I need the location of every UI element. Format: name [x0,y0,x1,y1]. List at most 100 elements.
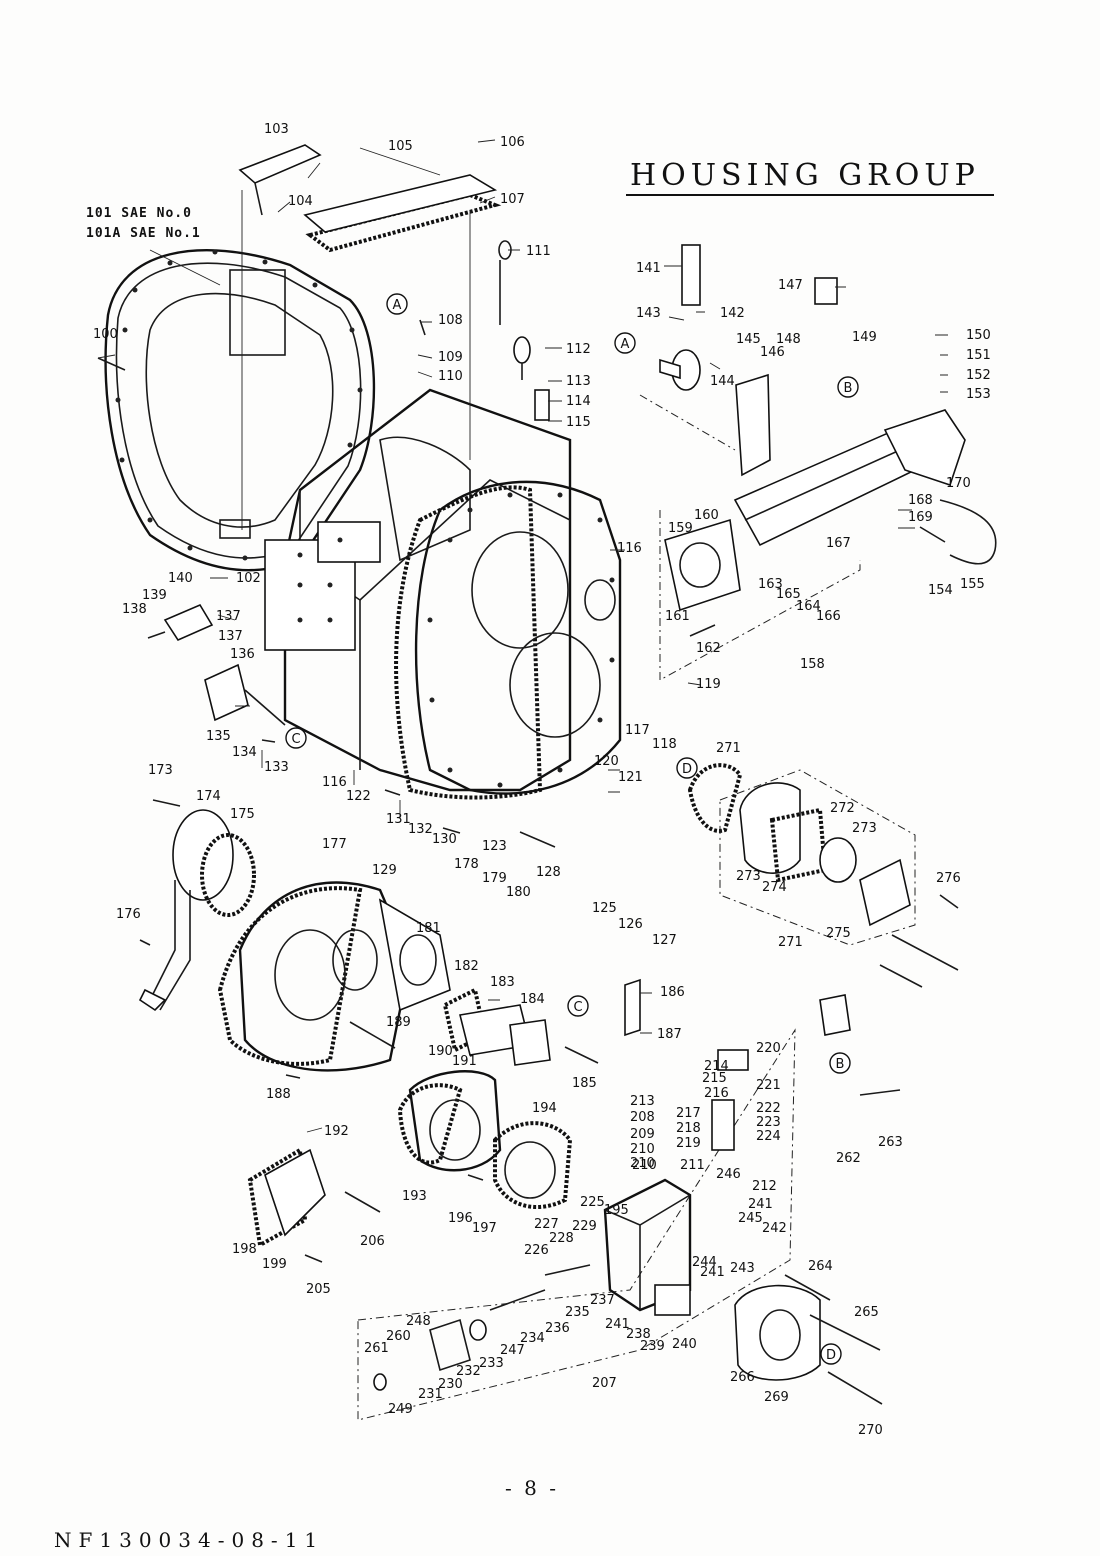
part-label-155: 271 [778,935,803,950]
part-label-39: 139 [142,588,167,603]
part-label-117: 224 [756,1129,781,1144]
right-pump [687,763,916,1381]
part-label-59: 161 [665,609,690,624]
part-label-122: 229 [572,1219,597,1234]
part-label-153: 270 [858,1423,883,1438]
part-label-47: 147 [778,278,803,293]
part-label-75: 179 [482,871,507,886]
part-label-13: 114 [566,394,591,409]
part-label-145: 260 [386,1329,411,1344]
pump-body [247,1070,573,1249]
part-label-148: 263 [878,1135,903,1150]
part-label-120: 227 [534,1217,559,1232]
part-label-46: 146 [760,345,785,360]
diagram-title: HOUSING GROUP [630,158,980,193]
part-label-63: 165 [776,587,801,602]
side-pump [442,978,641,1066]
part-label-55: 155 [960,577,985,592]
sae-note-101: 101 SAE No.0 [86,206,192,221]
callout-circles: A A B B C C D D [285,293,859,1365]
part-label-127: 234 [520,1331,545,1346]
part-label-94: 198 [232,1242,257,1257]
part-label-109: 216 [704,1086,729,1101]
part-label-106: 213 [630,1094,655,1109]
part-label-130: 237 [590,1293,615,1308]
part-label-57: 159 [668,521,693,536]
part-label-136: 241 [748,1197,773,1212]
part-label-88: 192 [324,1124,349,1139]
part-label-32: 133 [264,760,289,775]
rear-cover [217,881,451,1072]
part-label-28: 129 [372,863,397,878]
part-label-97: 206 [360,1234,385,1249]
part-label-60: 162 [696,641,721,656]
svg-text:C: C [291,732,300,747]
part-label-140: 245 [738,1211,763,1226]
part-label-7: 108 [438,313,463,328]
part-label-58: 160 [694,508,719,523]
part-label-61: 163 [758,577,783,592]
part-label-110: 217 [676,1106,701,1121]
part-label-137: 242 [762,1221,787,1236]
part-label-138: 243 [730,1261,755,1276]
part-label-49: 149 [852,330,877,345]
part-label-69: 173 [148,763,173,778]
part-label-158: 273 [852,821,877,836]
part-label-77: 181 [416,921,441,936]
callout-a-right: A [614,332,636,354]
part-label-44: 144 [710,374,735,389]
callout-b-bottom: B [829,1052,851,1074]
part-label-41: 141 [636,261,661,276]
part-label-62: 164 [796,599,821,614]
part-label-133: 240 [672,1337,697,1352]
part-label-29: 130 [432,832,457,847]
part-label-98: 207 [592,1376,617,1391]
part-label-74: 178 [454,857,479,872]
part-label-103: 210 [632,1158,657,1173]
part-label-157: 273 [736,869,761,884]
leader-lines [97,139,948,1133]
svg-text:A: A [393,298,402,313]
part-label-108: 215 [702,1071,727,1086]
part-label-116: 223 [756,1115,781,1130]
part-label-34: 135 [206,729,231,744]
part-label-99: 208 [630,1110,655,1125]
part-label-89: 193 [402,1189,427,1204]
part-label-40: 140 [168,571,193,586]
dipstick-and-eyebolt [498,240,550,421]
part-label-27: 128 [536,865,561,880]
bolts [97,319,959,1405]
part-label-92: 196 [448,1211,473,1226]
part-label-65: 167 [826,536,851,551]
part-label-51: 151 [966,348,991,363]
title-underline [626,194,994,196]
part-label-119: 226 [524,1243,549,1258]
control-valve-group [357,1028,796,1421]
part-label-118: 225 [580,1195,605,1210]
part-label-121: 228 [549,1231,574,1246]
part-label-125: 232 [456,1364,481,1379]
part-label-3: 104 [288,194,313,209]
part-label-104: 211 [680,1158,705,1173]
part-label-150: 265 [854,1305,879,1320]
part-label-48: 148 [776,332,801,347]
part-label-45: 145 [736,332,761,347]
svg-text:B: B [844,381,853,396]
part-label-82: 186 [660,985,685,1000]
top-cover [238,144,502,530]
part-label-105: 212 [752,1179,777,1194]
part-label-123: 230 [438,1377,463,1392]
part-label-159: 274 [762,880,787,895]
part-label-2: 103 [264,122,289,137]
part-label-53: 153 [966,387,991,402]
part-label-107: 214 [704,1059,729,1074]
part-label-101: 210 [630,1142,655,1157]
part-label-20: 120 [594,754,619,769]
part-label-134: 241 [605,1317,630,1332]
callout-a-top: A [386,293,408,315]
part-label-25: 126 [618,917,643,932]
callout-c-bottom: C [567,995,589,1017]
part-label-144: 249 [388,1402,413,1417]
housing-gasket-and-cover [394,480,622,800]
main-housing [264,388,572,792]
